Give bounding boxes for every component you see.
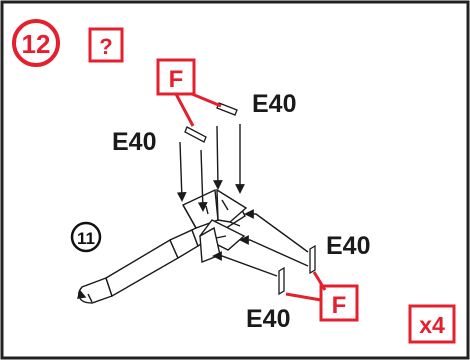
step-number: 12: [22, 29, 51, 59]
reference-part-badge: 11: [70, 221, 102, 253]
reference-part-number: 11: [77, 229, 95, 248]
help-box-label: ?: [99, 34, 112, 59]
help-box[interactable]: ?: [88, 27, 124, 63]
step-number-badge: 12: [12, 19, 60, 67]
f-callout-bottom-label: F: [332, 292, 347, 319]
e40-label-right: E40: [326, 232, 370, 260]
assembly-arrows: [176, 124, 309, 277]
e40-label-top-left: E40: [112, 128, 156, 156]
e40-label-top-right: E40: [252, 90, 296, 118]
quantity-badge: x4: [408, 304, 456, 344]
e40-part-strips: [184, 102, 316, 296]
f-callout-top-label: F: [169, 66, 184, 93]
e40-label-bottom: E40: [246, 305, 290, 333]
f-callout-top: F: [156, 58, 222, 127]
f-callout-bottom: F: [285, 271, 359, 322]
quantity-label: x4: [419, 312, 445, 338]
